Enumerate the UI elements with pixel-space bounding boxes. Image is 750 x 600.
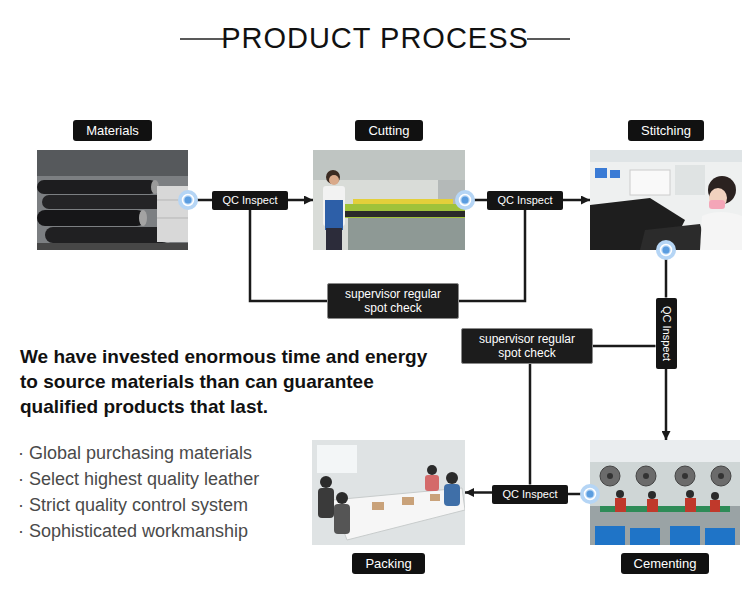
- bullet-item: · Select highest quality leather: [18, 468, 259, 490]
- node-label: QC Inspect: [660, 305, 673, 360]
- node-label: Cutting: [355, 120, 422, 141]
- flow-connector: [465, 491, 492, 494]
- node-label: QC Inspect: [502, 488, 557, 501]
- node-label: QC Inspect: [497, 194, 552, 207]
- connection-dot: [580, 484, 600, 504]
- supervisor-box: supervisor regular spot check: [461, 328, 593, 364]
- qc-box: QC Inspect: [492, 485, 567, 504]
- node-label: QC Inspect: [222, 194, 277, 207]
- connection-dot: [455, 190, 475, 210]
- intro-text: We have invested enormous time and energ…: [20, 344, 435, 419]
- node-label: supervisor regular spot check: [468, 332, 586, 360]
- process-step: Packing: [312, 440, 465, 545]
- flow-connector: [665, 369, 668, 441]
- node-label: Packing: [352, 553, 424, 574]
- qc-box: QC Inspect: [487, 191, 562, 210]
- cutting-photo: [313, 150, 465, 250]
- flow-connector: [288, 199, 313, 202]
- process-step: Cutting: [313, 150, 465, 250]
- process-step: Stitching: [590, 150, 742, 250]
- bullet-item: · Global purchasing materials: [18, 442, 252, 464]
- flow-connector: [593, 345, 656, 348]
- qc-box: QC Inspect: [656, 298, 677, 369]
- cementing-photo: [590, 440, 740, 545]
- flow-connector: [563, 199, 590, 202]
- title-rule: [527, 38, 570, 40]
- title-rule: [180, 38, 224, 40]
- connection-dot: [178, 190, 198, 210]
- materials-photo: [37, 150, 188, 250]
- process-step: Cementing: [590, 440, 740, 545]
- bullet-item: · Sophisticated workmanship: [18, 520, 248, 542]
- node-label: Stitching: [628, 120, 704, 141]
- stitching-photo: [590, 150, 742, 250]
- node-label: Cementing: [621, 553, 710, 574]
- node-label: supervisor regular spot check: [334, 287, 452, 315]
- packing-photo: [312, 440, 465, 545]
- node-label: Materials: [73, 120, 152, 141]
- process-step: Materials: [37, 150, 188, 250]
- qc-box: QC Inspect: [212, 191, 287, 210]
- bullet-item: · Strict quality control system: [18, 494, 248, 516]
- flow-connector: [459, 210, 525, 302]
- diagram-title: PRODUCT PROCESS: [0, 20, 750, 56]
- flow-connector: [529, 364, 532, 485]
- connection-dot: [656, 240, 676, 260]
- supervisor-box: supervisor regular spot check: [327, 283, 459, 319]
